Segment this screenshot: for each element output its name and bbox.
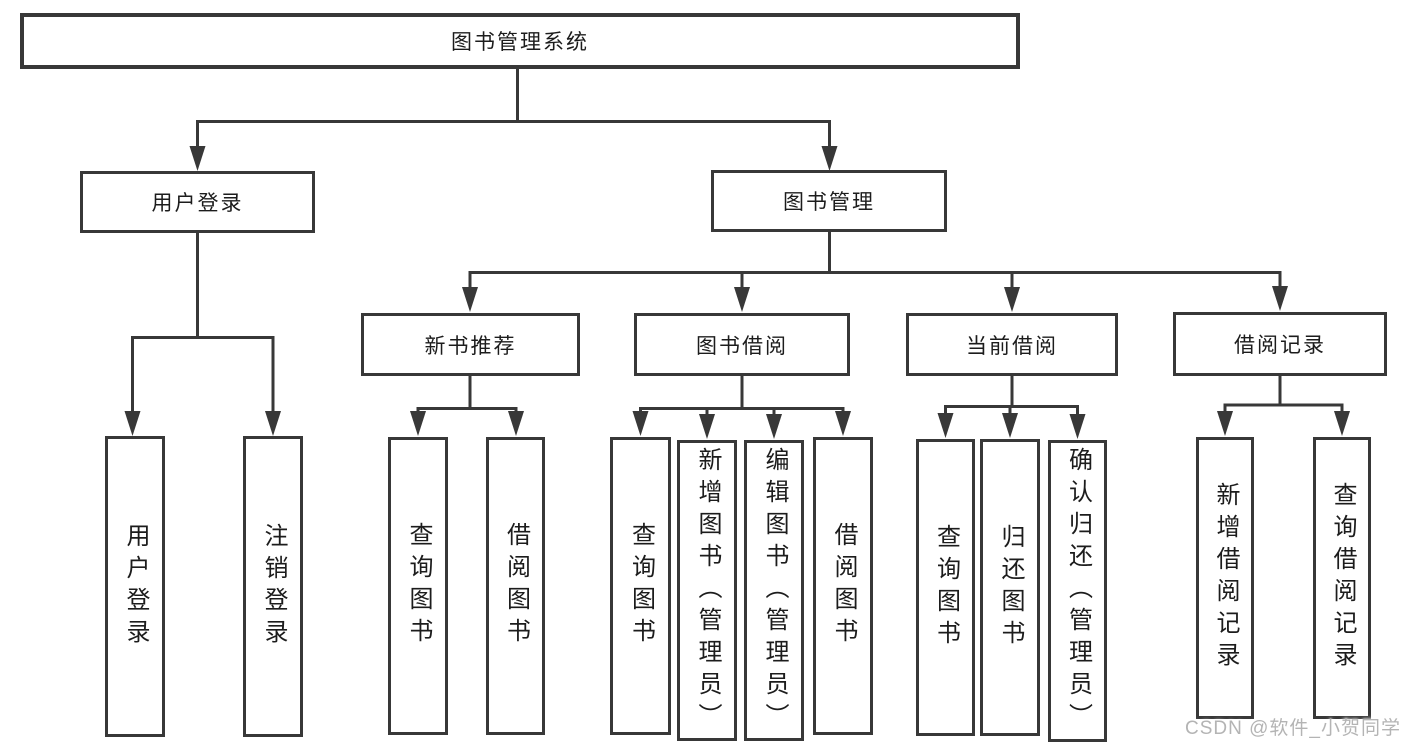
leaf-bb-borrow-books-label: 借阅图书 bbox=[830, 522, 857, 650]
leaf-cb-query-books-label: 查询图书 bbox=[932, 523, 960, 652]
leaf-bb-edit-books-admin: 编辑图书（管理员） bbox=[744, 440, 804, 741]
node-new-book-rec-label: 新书推荐 bbox=[424, 334, 517, 358]
node-user-login: 用户登录 bbox=[80, 171, 315, 233]
leaf-logout: 注销登录 bbox=[243, 436, 303, 737]
node-new-book-rec: 新书推荐 bbox=[361, 313, 580, 376]
leaf-cb-confirm-return-admin-label: 确认归还（管理员） bbox=[1064, 447, 1092, 735]
leaf-bb-edit-books-admin-label: 编辑图书（管理员） bbox=[761, 446, 788, 735]
leaf-nbr-borrow-books: 借阅图书 bbox=[486, 437, 545, 735]
node-book-borrow: 图书借阅 bbox=[634, 313, 850, 376]
node-current-borrow-label: 当前借阅 bbox=[966, 334, 1058, 358]
node-borrow-record: 借阅记录 bbox=[1173, 312, 1387, 376]
leaf-br-add-record: 新增借阅记录 bbox=[1196, 437, 1254, 719]
leaf-nbr-query-books: 查询图书 bbox=[388, 437, 448, 735]
leaf-br-query-record: 查询借阅记录 bbox=[1313, 437, 1371, 719]
node-book-mgmt-label: 图书管理 bbox=[783, 191, 875, 214]
leaf-user-login: 用户登录 bbox=[105, 436, 165, 737]
leaf-cb-return-books-label: 归还图书 bbox=[997, 523, 1024, 652]
leaf-bb-borrow-books: 借阅图书 bbox=[813, 437, 873, 735]
leaf-cb-confirm-return-admin: 确认归还（管理员） bbox=[1048, 440, 1107, 742]
leaf-cb-query-books: 查询图书 bbox=[916, 439, 975, 736]
node-book-mgmt: 图书管理 bbox=[711, 170, 947, 232]
leaf-nbr-borrow-books-label: 借阅图书 bbox=[502, 522, 530, 650]
leaf-user-login-label: 用户登录 bbox=[122, 522, 149, 651]
leaf-bb-query-books: 查询图书 bbox=[610, 437, 671, 735]
node-borrow-record-label: 借阅记录 bbox=[1234, 334, 1326, 357]
leaf-bb-add-books-admin: 新增图书（管理员） bbox=[677, 440, 737, 741]
leaf-nbr-query-books-label: 查询图书 bbox=[405, 522, 432, 650]
node-user-login-label: 用户登录 bbox=[151, 192, 244, 215]
csdn-watermark: CSDN @软件_小贺同学 bbox=[1185, 718, 1401, 739]
leaf-bb-query-books-label: 查询图书 bbox=[627, 522, 655, 650]
leaf-bb-add-books-admin-label: 新增图书（管理员） bbox=[694, 446, 721, 735]
node-current-borrow: 当前借阅 bbox=[906, 313, 1118, 376]
leaf-cb-return-books: 归还图书 bbox=[980, 439, 1040, 736]
node-root-label: 图书管理系统 bbox=[451, 31, 589, 54]
leaf-br-add-record-label: 新增借阅记录 bbox=[1212, 482, 1239, 674]
leaf-logout-label: 注销登录 bbox=[260, 522, 287, 651]
node-root: 图书管理系统 bbox=[20, 13, 1020, 69]
leaf-br-query-record-label: 查询借阅记录 bbox=[1329, 482, 1356, 674]
node-book-borrow-label: 图书借阅 bbox=[696, 334, 788, 358]
